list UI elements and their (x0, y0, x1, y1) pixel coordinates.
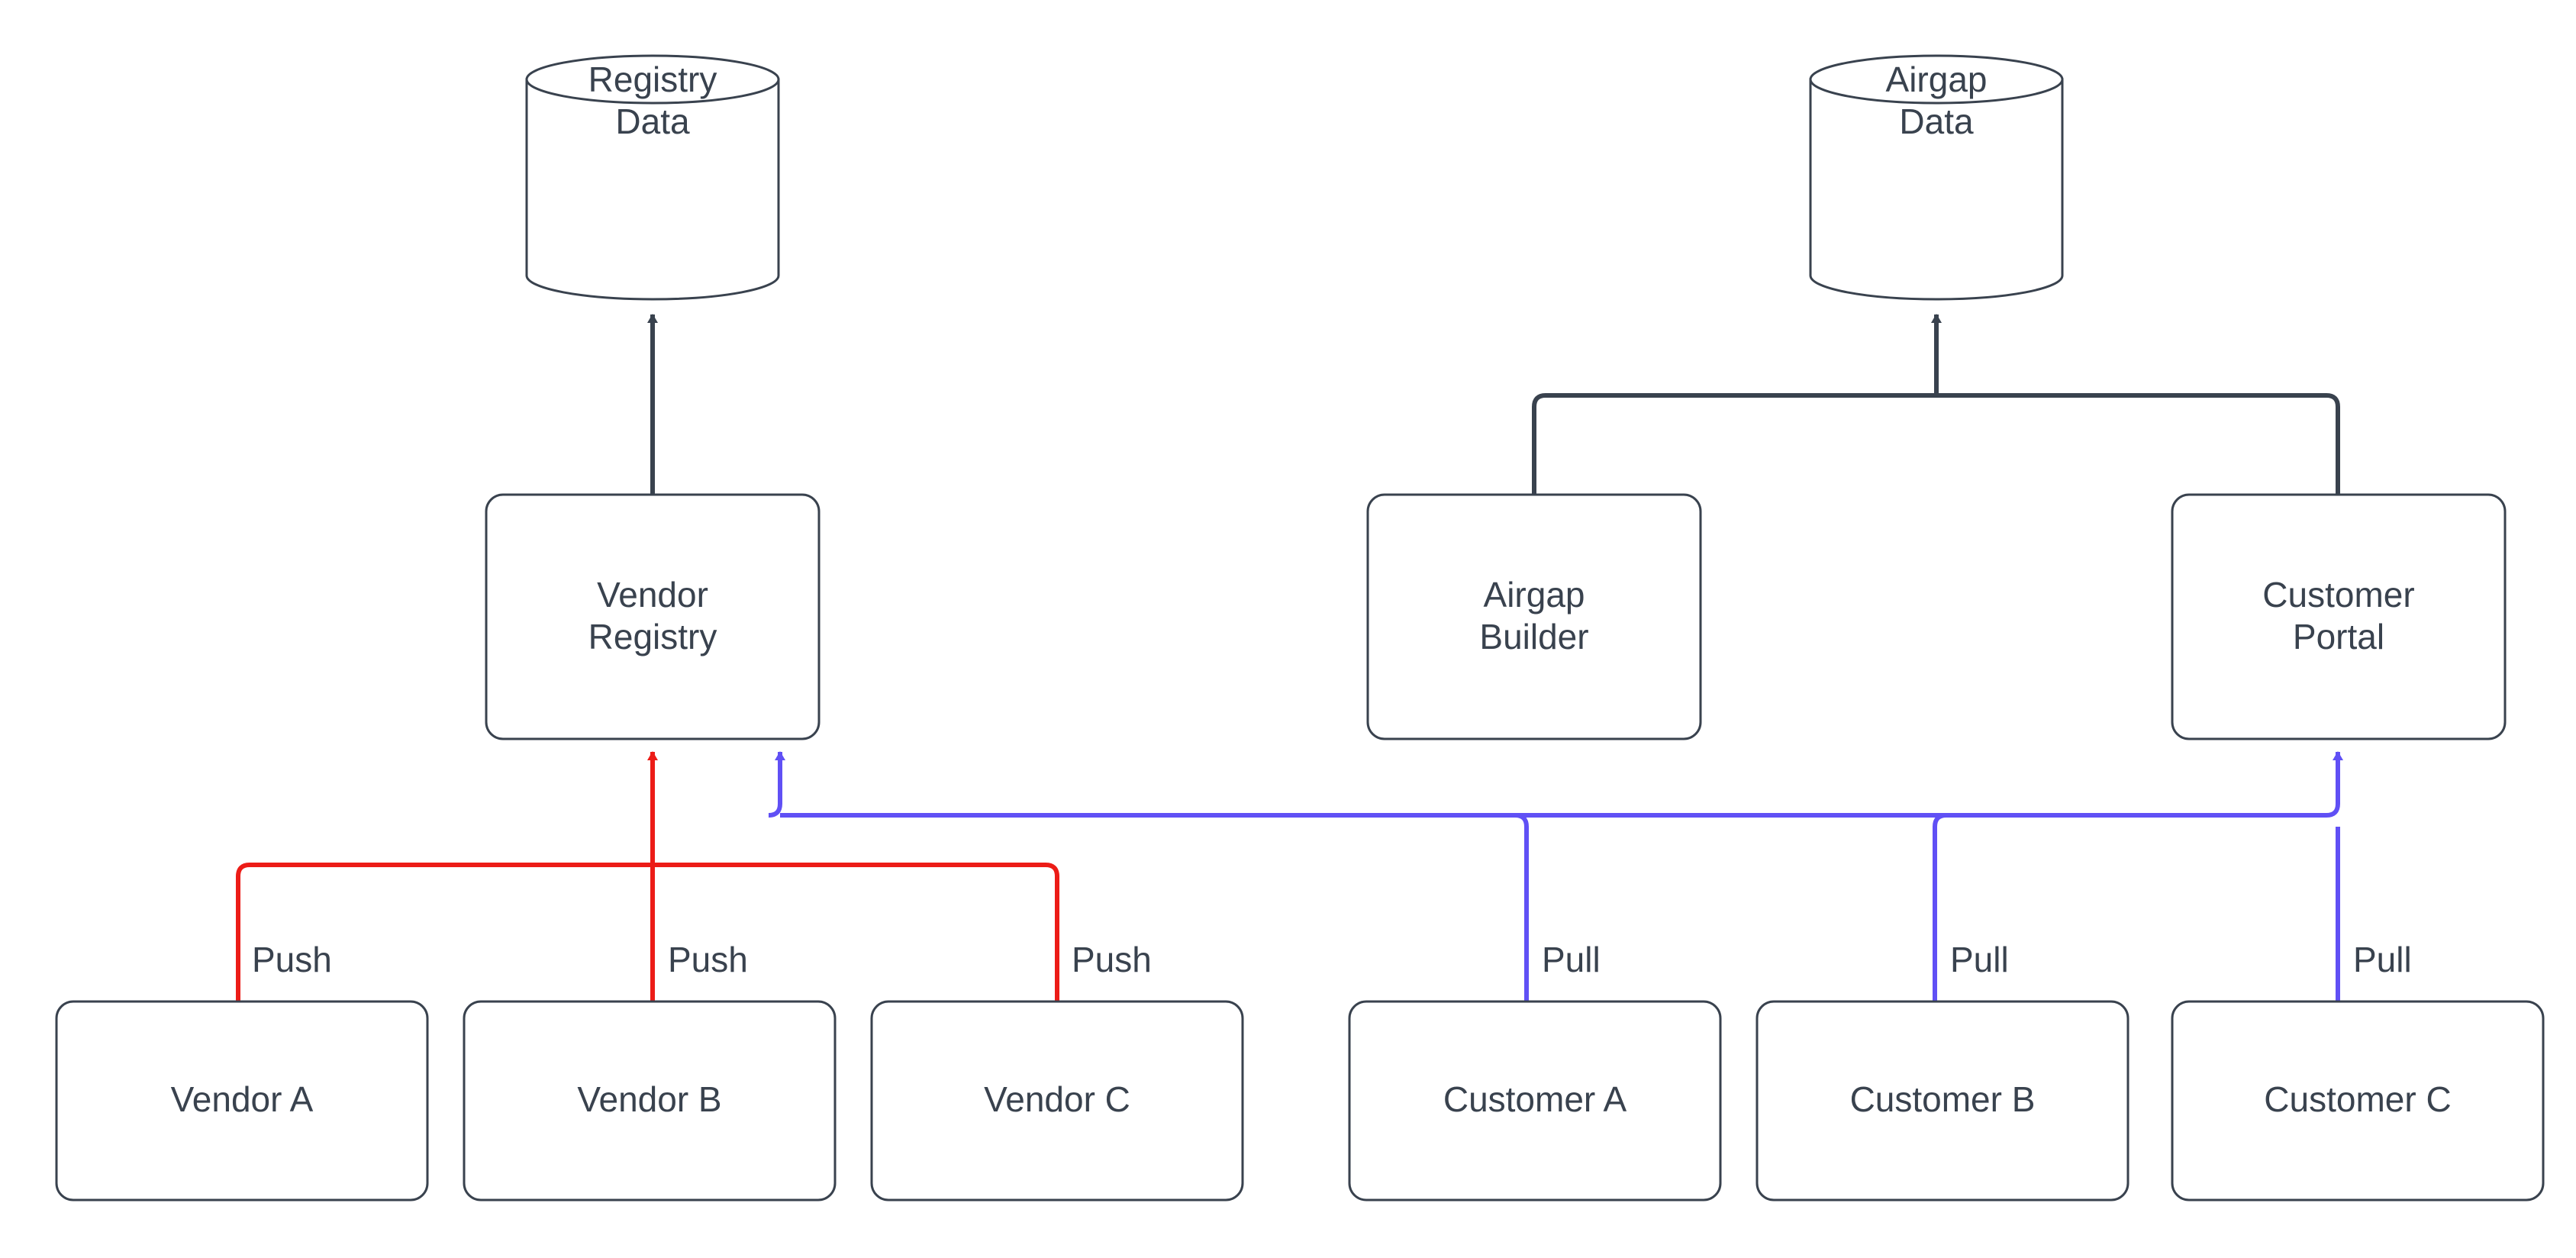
edge-label-push-vendor-c: Push (1072, 940, 1152, 979)
node-registry-data[interactable]: Registry Data (525, 54, 780, 301)
edge-customer-a-pull (780, 813, 1529, 1002)
node-vendor-registry[interactable]: Vendor Registry (485, 493, 821, 740)
node-airgap-data-label-line1: Airgap (1886, 60, 1988, 99)
node-customer-portal-label-line2: Portal (2293, 617, 2384, 656)
edge-label-push-vendor-b: Push (668, 940, 748, 979)
node-vendor-registry-label-line1: Vendor (597, 575, 708, 614)
edge-label-pull-customer-c: Pull (2353, 940, 2412, 979)
node-vendor-b-label: Vendor B (577, 1079, 721, 1119)
edge-customer-portal-to-airgap-data (1936, 393, 2340, 495)
edge-pull-riser-vendor-registry (768, 751, 785, 818)
node-airgap-builder-label-line2: Builder (1479, 617, 1588, 656)
node-vendor-c[interactable]: Vendor C (870, 1000, 1244, 1202)
node-airgap-data[interactable]: Airgap Data (1809, 54, 2064, 301)
node-vendor-a-label: Vendor A (171, 1079, 314, 1119)
edge-pull-riser-customer-portal (2326, 751, 2343, 818)
node-customer-a[interactable]: Customer A (1348, 1000, 1722, 1202)
edge-airgap-builder-to-airgap-data (1532, 393, 1936, 495)
node-vendor-a[interactable]: Vendor A (55, 1000, 429, 1202)
node-airgap-builder-label-line1: Airgap (1484, 575, 1585, 614)
node-vendor-registry-label-line2: Registry (588, 617, 717, 656)
node-registry-data-label-line2: Data (615, 102, 690, 141)
edge-label-pull-customer-a: Pull (1542, 940, 1601, 979)
node-airgap-data-label-line2: Data (1899, 102, 1974, 141)
node-customer-a-label: Customer A (1443, 1079, 1627, 1119)
edge-label-pull-customer-b: Pull (1950, 940, 2009, 979)
node-customer-portal[interactable]: Customer Portal (2171, 493, 2507, 740)
edge-vendor-a-push (236, 863, 653, 1002)
node-customer-b-label: Customer B (1850, 1079, 2036, 1119)
node-customer-b[interactable]: Customer B (1755, 1000, 2129, 1202)
node-customer-portal-label-line1: Customer (2262, 575, 2414, 614)
node-customer-c[interactable]: Customer C (2171, 1000, 2545, 1202)
node-vendor-c-label: Vendor C (984, 1079, 1130, 1119)
node-airgap-builder[interactable]: Airgap Builder (1366, 493, 1702, 740)
node-registry-data-label-line1: Registry (588, 60, 717, 99)
node-customer-c-label: Customer C (2264, 1079, 2451, 1119)
node-vendor-b[interactable]: Vendor B (463, 1000, 837, 1202)
edge-label-push-vendor-a: Push (252, 940, 332, 979)
edge-vendor-c-push (653, 863, 1059, 1002)
